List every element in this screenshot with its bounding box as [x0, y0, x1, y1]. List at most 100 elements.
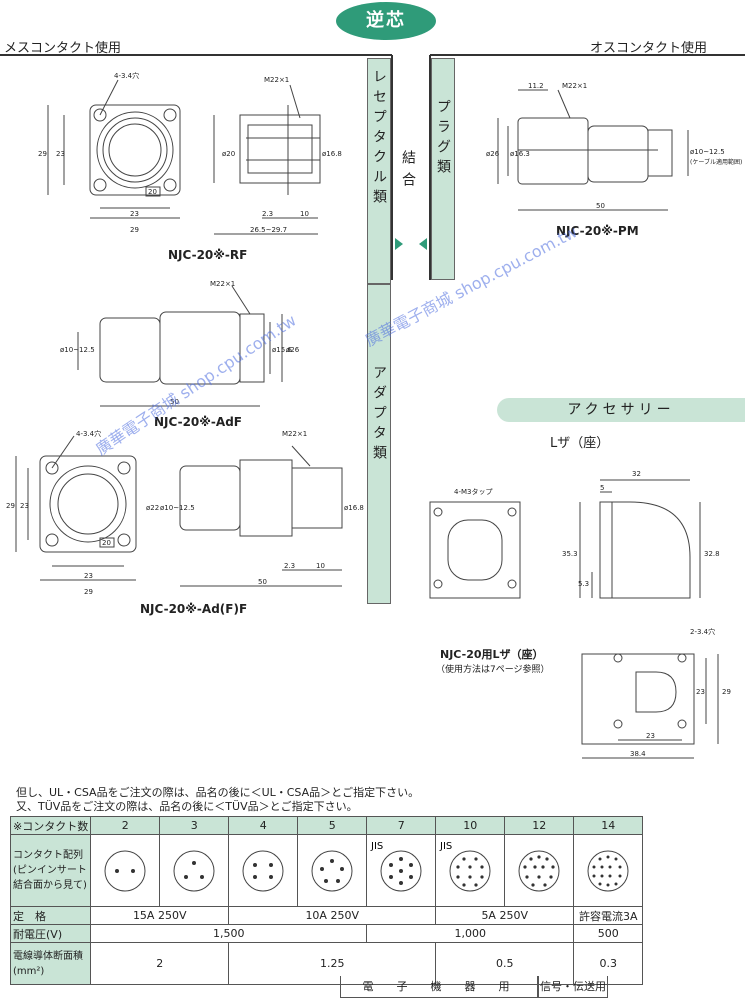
pm-l50: 50 — [596, 202, 605, 210]
note-tuv: 又、TÜV品をご注文の際は、品名の後に＜TÜV品＞とご指定下さい。 — [16, 800, 358, 813]
l-bracket-drawing: 4-M3タップ 32 5 35.3 5.3 32.8 2-3.4穴 23 29 … — [429, 470, 731, 759]
contacts-cell: 3 — [159, 816, 230, 835]
pm-d26: ø26 — [486, 150, 500, 158]
l-bracket-tap: 4-M3タップ — [454, 487, 492, 496]
adff-h29: 29 — [6, 502, 15, 510]
pm-thread: M22×1 — [562, 82, 587, 90]
rating-cell: 許容電流3A — [573, 906, 644, 925]
drawing-adf: M22×1 ø26 ø15.6 ø10~12.5 50 — [60, 280, 300, 407]
usage-signal: 信号・伝送用 — [538, 976, 608, 998]
adff-plate-mark: 20 — [102, 539, 111, 547]
contacts-cell: 7 — [366, 816, 437, 835]
rf-thread: M22×1 — [264, 76, 289, 84]
l-bracket-d23a: 23 — [696, 688, 705, 696]
l-bracket-d29: 29 — [722, 688, 731, 696]
voltage-cell: 1,500 — [90, 924, 368, 943]
reverse-core-badge: 逆芯 — [336, 2, 436, 40]
pin-layout-10: JIS — [435, 834, 506, 907]
pin-layout-14 — [573, 834, 644, 907]
area-header: 電線導体断面積 (mm²) — [9, 942, 92, 985]
adff-l10: 10 — [316, 562, 325, 570]
contacts-header: ※コンタクト数 — [9, 816, 92, 835]
contacts-cell: 10 — [435, 816, 506, 835]
table-row: 耐電圧(V) 1,500 1,000 500 — [9, 924, 644, 943]
area-cell: 0.5 — [435, 942, 575, 985]
rf-d16: ø16.8 — [322, 150, 342, 158]
adf-cable: ø10~12.5 — [60, 346, 95, 354]
pm-caption: NJC-20※-PM — [556, 224, 639, 238]
area-cell: 2 — [90, 942, 230, 985]
pin-layout-7: JIS — [366, 834, 437, 907]
pin-layout-5 — [297, 834, 368, 907]
rf-l10: 10 — [300, 210, 309, 218]
adff-w23: 23 — [84, 572, 93, 580]
pm-d16: ø16.3 — [510, 150, 530, 158]
table-row: ※コンタクト数 2 3 4 5 7 10 12 14 — [9, 816, 644, 835]
usage-electronic: 電 子 機 器 用 — [340, 976, 538, 998]
pm-l11: 11.2 — [528, 82, 544, 90]
note-ul-csa: 但し、UL・CSA品をご注文の際は、品名の後に＜UL・CSA品＞とご指定下さい。 — [16, 786, 420, 799]
l-bracket-d32: 32 — [632, 470, 641, 478]
l-bracket-caption-note: （使用方法は7ページ参照） — [436, 665, 550, 675]
area-cell: 1.25 — [228, 942, 437, 985]
adff-d22: ø22 — [146, 504, 159, 512]
voltage-header: 耐電圧(V) — [9, 924, 92, 943]
rf-l26: 26.5~29.7 — [250, 226, 287, 234]
voltage-cell: 1,000 — [366, 924, 575, 943]
jis-mark: JIS — [370, 841, 383, 852]
accessory-band: アクセサリー — [497, 398, 745, 422]
drawing-adff: 4-3.4穴 29 23 29 23 20 M22×1 ø22 ø10~12.5… — [6, 429, 364, 596]
voltage-cell: 500 — [573, 924, 644, 943]
table-row: 電線導体断面積 (mm²) 2 1.25 0.5 0.3 — [9, 942, 644, 985]
layout-header: コンタクト配列 (ピンインサート 結合面から見て) — [9, 834, 92, 907]
drawing-rf: 4-3.4穴 29 23 29 23 20 M22×1 ø20 ø16.8 2.… — [38, 71, 342, 235]
contacts-cell: 4 — [228, 816, 299, 835]
pin-layout-3 — [159, 834, 230, 907]
l-bracket-d23b: 23 — [646, 732, 655, 740]
rf-d20: ø20 — [222, 150, 235, 158]
table-row: 定 格 15A 250V 10A 250V 5A 250V 許容電流3A — [9, 906, 644, 925]
rating-cell: 5A 250V — [435, 906, 575, 925]
l-bracket-d384: 38.4 — [630, 750, 646, 758]
header-lines — [0, 54, 745, 280]
rf-w23: 23 — [130, 210, 139, 218]
l-bracket-title: Lザ（座） — [550, 436, 610, 451]
l-bracket-d53: 5.3 — [578, 580, 589, 588]
jis-mark: JIS — [439, 841, 452, 852]
adff-l50: 50 — [258, 578, 267, 586]
pin-layout-12 — [504, 834, 575, 907]
pin-layout-4 — [228, 834, 299, 907]
adff-cable: ø10~12.5 — [160, 504, 195, 512]
table-row: コンタクト配列 (ピンインサート 結合面から見て) JIS JIS — [9, 834, 644, 907]
pm-cable: ø10~12.5 — [690, 148, 725, 156]
l-bracket-hole: 2-3.4穴 — [690, 627, 715, 636]
l-bracket-caption: NJC-20用Lザ（座） — [440, 648, 544, 661]
contacts-cell: 2 — [90, 816, 161, 835]
rf-h29: 29 — [38, 150, 47, 158]
receptacle-column: レセプタクル類 — [367, 58, 391, 284]
area-cell: 0.3 — [573, 942, 644, 985]
spec-table: ※コンタクト数 2 3 4 5 7 10 12 14 コンタクト配列 (ピンイン… — [9, 816, 644, 985]
adff-caption: NJC-20※-Ad(F)F — [140, 602, 248, 616]
contacts-cell: 14 — [573, 816, 644, 835]
l-bracket-d5: 5 — [600, 484, 604, 492]
adff-l23: 2.3 — [284, 562, 295, 570]
adff-h23: 23 — [20, 502, 29, 510]
l-bracket-d328: 32.8 — [704, 550, 720, 558]
rf-plate-mark: 20 — [148, 188, 157, 196]
plug-column: プラグ類 — [431, 58, 455, 280]
adf-thread: M22×1 — [210, 280, 235, 288]
adf-d15: ø15.6 — [272, 346, 292, 354]
rf-l23: 2.3 — [262, 210, 273, 218]
pm-cable-note: (ケーブル適用範囲) — [690, 158, 742, 166]
l-bracket-d35: 35.3 — [562, 550, 578, 558]
adff-hole-label: 4-3.4穴 — [76, 429, 101, 438]
adf-l50: 50 — [170, 398, 179, 406]
rf-hole-label: 4-3.4穴 — [114, 71, 139, 80]
adff-d16: ø16.8 — [344, 504, 364, 512]
rating-cell: 10A 250V — [228, 906, 437, 925]
rf-w29: 29 — [130, 226, 139, 234]
contacts-cell: 5 — [297, 816, 368, 835]
adf-caption: NJC-20※-AdF — [154, 415, 242, 429]
drawing-pm: 11.2 M22×1 ø26 ø16.3 ø10~12.5 (ケーブル適用範囲)… — [486, 82, 742, 211]
